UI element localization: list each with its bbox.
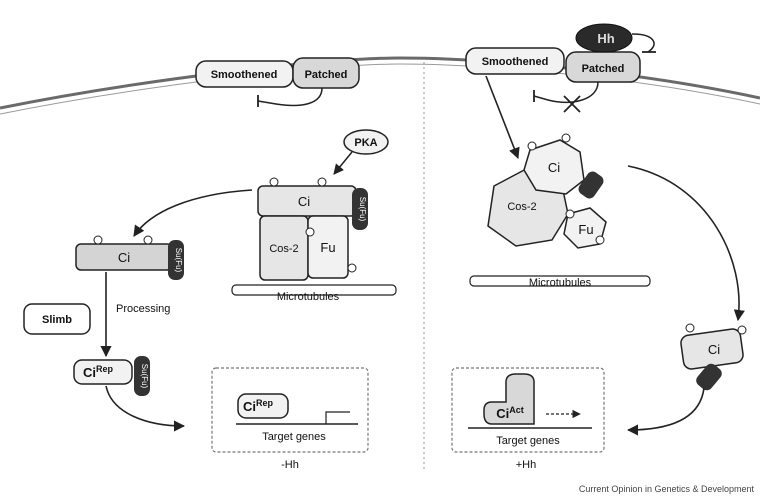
plus-hh-label: +Hh [516, 459, 537, 471]
svg-text:Target genes: Target genes [496, 435, 560, 447]
svg-text:Cos-2: Cos-2 [269, 243, 298, 255]
svg-text:Smoothened: Smoothened [482, 56, 549, 68]
svg-text:Fu: Fu [320, 240, 335, 255]
journal-credit: Current Opinion in Genetics & Developmen… [579, 484, 755, 494]
svg-text:Ci: Ci [298, 194, 310, 209]
arrow-to-nucleus-right [628, 388, 704, 430]
slimb-node: Slimb [24, 304, 90, 334]
svg-text:Su(Fu): Su(Fu) [140, 364, 149, 389]
inhibition-arc-left [258, 88, 322, 105]
smo-activation-arrow [486, 76, 518, 158]
pka-node: PKA [344, 130, 388, 154]
ci-complex-right: Cos-2 Ci Fu [488, 134, 606, 248]
ci-complex-left: Ci Su(Fu) Cos-2 Fu [258, 178, 368, 280]
microtubules-left: Microtubules [232, 285, 396, 303]
microtubules-right: Microtubules [470, 276, 650, 289]
patched-label-left: Patched [305, 69, 348, 81]
smoothened-label-left: Smoothened [211, 69, 278, 81]
svg-text:Cos-2: Cos-2 [507, 201, 536, 213]
minus-hh-label: -Hh [281, 459, 299, 471]
left-receptor-complex: Smoothened Patched [196, 58, 359, 107]
svg-text:Microtubules: Microtubules [529, 277, 592, 289]
svg-text:Ci: Ci [548, 160, 560, 175]
nucleus-left: CiRep Target genes [212, 368, 368, 452]
svg-text:Microtubules: Microtubules [277, 291, 340, 303]
processing-label: Processing [116, 303, 170, 315]
svg-text:Hh: Hh [597, 31, 614, 46]
pka-arrow [334, 152, 352, 174]
svg-text:PKA: PKA [354, 137, 377, 149]
ci-full-left: Ci Su(Fu) [76, 236, 184, 280]
ci-released-right: Ci [680, 324, 746, 393]
arrow-to-ci-left [134, 190, 252, 236]
nucleus-right: CiAct Target genes [452, 368, 604, 452]
svg-text:Patched: Patched [582, 63, 625, 75]
svg-text:Ci: Ci [708, 342, 720, 357]
svg-text:Target genes: Target genes [262, 431, 326, 443]
arrow-ci-release [628, 166, 739, 320]
svg-text:Su(Fu): Su(Fu) [358, 197, 367, 222]
svg-text:Fu: Fu [578, 222, 593, 237]
svg-text:Slimb: Slimb [42, 314, 72, 326]
ci-rep-left: CiRep Su(Fu) [74, 356, 150, 396]
cell-membrane [0, 58, 760, 108]
svg-text:Ci: Ci [118, 250, 130, 265]
svg-text:Su(Fu): Su(Fu) [174, 248, 183, 273]
